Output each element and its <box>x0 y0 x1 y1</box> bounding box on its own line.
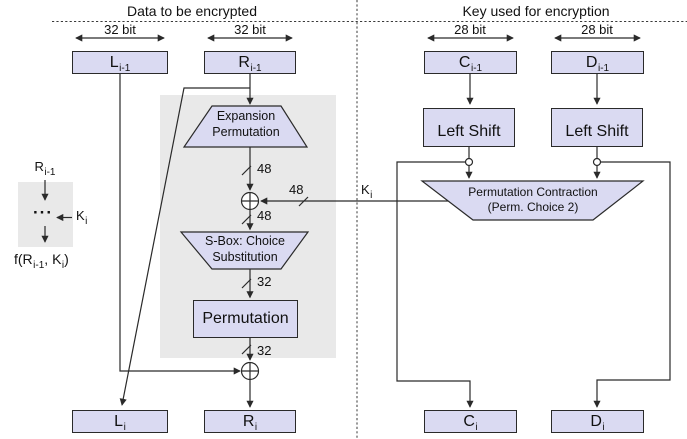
branch-node-c-icon <box>464 157 474 167</box>
sbox-block <box>179 231 310 270</box>
wire-node-d-to-d-next <box>593 161 671 408</box>
register-l-prev-label: Li-1 <box>109 53 131 74</box>
register-d-next: Di <box>551 410 644 433</box>
slash-out-expansion-icon <box>241 165 252 176</box>
register-d-next-label: Di <box>590 412 605 433</box>
left-shift-c-label: Left Shift <box>437 122 501 140</box>
register-r-next-sub: i <box>254 421 258 433</box>
register-d-prev: Di-1 <box>551 51 644 74</box>
bit-width-d-prev: 28 bit <box>581 22 613 37</box>
wire-label-32-out-sbox: 32 <box>257 274 272 289</box>
branch-node-d-icon <box>592 157 602 167</box>
register-c-prev-label: Ci-1 <box>458 53 483 74</box>
register-c-prev: Ci-1 <box>424 51 517 74</box>
register-r-prev: Ri-1 <box>204 51 296 74</box>
register-d-prev-label: Di-1 <box>585 53 610 74</box>
left-shift-c-block: Left Shift <box>423 108 515 147</box>
slash-out-sbox-icon <box>241 278 252 289</box>
header-key-section: Key used for encryption <box>462 3 610 19</box>
legend-key-sub: i <box>85 216 88 227</box>
permutation-contraction-label: Permutation Contraction(Perm. Choice 2) <box>468 185 598 214</box>
subkey-label: Ki <box>361 182 373 201</box>
register-l-prev: Li-1 <box>72 51 168 74</box>
register-d-prev-sub: i-1 <box>597 62 610 74</box>
subkey-label-sub: i <box>370 190 373 201</box>
wire-label-32-out-permutation: 32 <box>257 343 272 358</box>
wire-l-prev-to-xor2 <box>119 74 241 375</box>
slash-key-in-icon <box>298 196 309 207</box>
register-l-next-label: Li <box>114 412 126 433</box>
legend-input-label: Ri-1 <box>34 159 56 178</box>
xor2-icon <box>240 361 260 381</box>
register-r-prev-label: Ri-1 <box>238 53 262 74</box>
wire-label-48-into-sbox: 48 <box>257 208 272 223</box>
wire-r-prev-to-l-next <box>119 87 250 406</box>
register-d-next-sub: i <box>602 421 605 433</box>
bit-width-l-prev: 32 bit <box>104 22 136 37</box>
register-l-next-sub: i <box>123 421 126 433</box>
register-r-next-label: Ri <box>242 412 258 433</box>
slash-into-sbox-icon <box>241 214 252 225</box>
register-c-prev-sub: i-1 <box>470 62 483 74</box>
bit-width-c-prev: 28 bit <box>454 22 486 37</box>
register-l-prev-sub: i-1 <box>119 62 131 74</box>
permutation-block: Permutation <box>193 300 298 338</box>
expansion-permutation-block <box>182 105 309 148</box>
legend-input-sub: i-1 <box>44 167 56 178</box>
legend-output-label: f(Ri-1, Ki) <box>14 251 69 271</box>
register-r-prev-sub: i-1 <box>250 62 262 74</box>
register-c-next-sub: i <box>475 421 478 433</box>
left-shift-d-label: Left Shift <box>565 122 629 140</box>
legend-key-label: Ki <box>76 208 88 227</box>
slash-out-permutation-icon <box>241 344 252 355</box>
legend-output-sub2: i <box>61 260 65 271</box>
permutation-contraction-block <box>420 180 645 221</box>
left-shift-d-block: Left Shift <box>551 108 643 147</box>
legend-dots: ··· <box>33 203 53 222</box>
wire-node-c-to-c-next <box>396 161 474 408</box>
header-data-section: Data to be encrypted <box>127 3 257 19</box>
legend-output-sub1: i-1 <box>33 260 45 271</box>
wire-label-48-out-expansion: 48 <box>257 161 272 176</box>
xor1-icon <box>240 191 260 211</box>
permutation-block-label: Permutation <box>202 310 289 327</box>
register-l-next: Li <box>72 410 168 433</box>
register-c-next-label: Ci <box>463 412 478 433</box>
wire-label-48-key-in: 48 <box>289 182 304 197</box>
register-r-next: Ri <box>204 410 296 433</box>
register-c-next: Ci <box>424 410 517 433</box>
bit-width-r-prev: 32 bit <box>234 22 266 37</box>
